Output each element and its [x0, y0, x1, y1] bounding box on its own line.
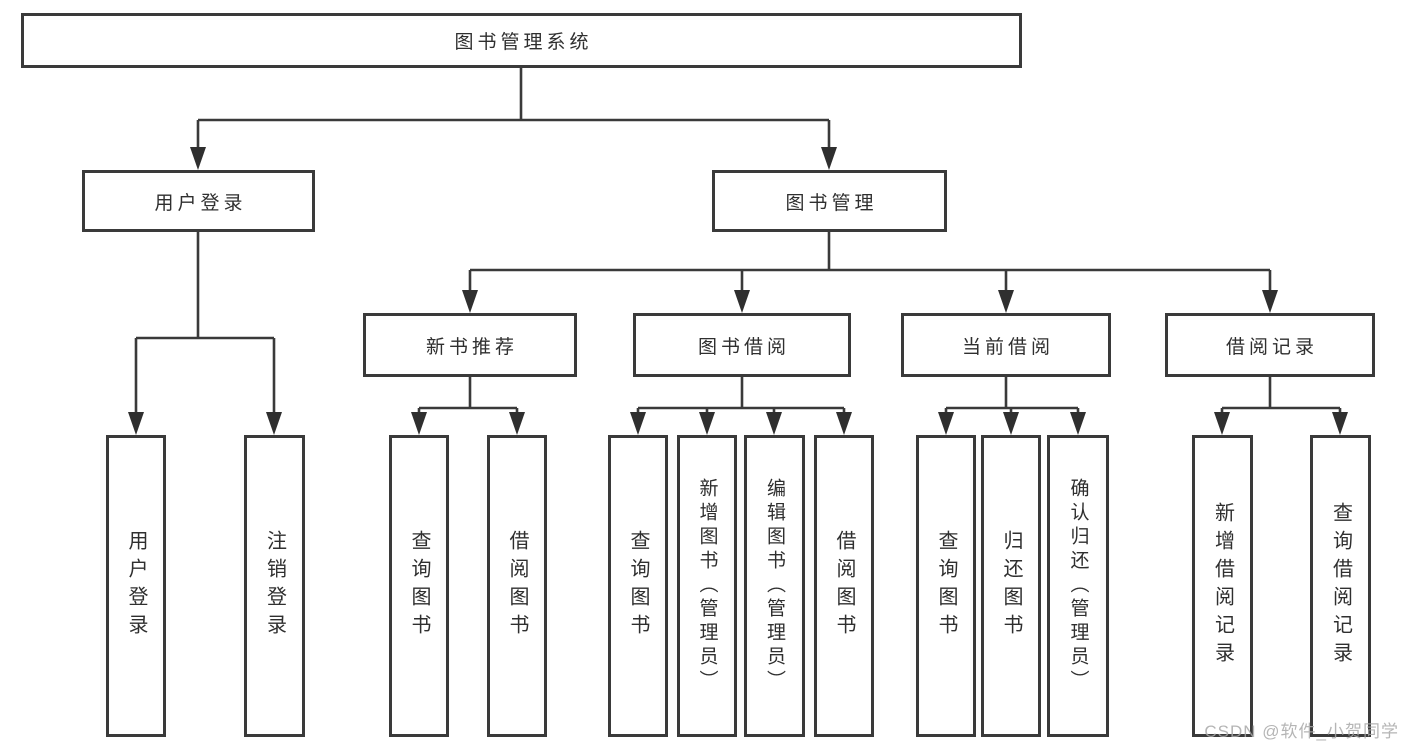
node-label: 查询图书: [935, 530, 957, 642]
csdn-watermark: CSDN @软件_小贺同学: [1204, 722, 1399, 741]
leaf-query-borrow-record: 查询借阅记录: [1310, 435, 1371, 737]
node-label: 查询借阅记录: [1329, 502, 1352, 670]
node-label: 新书推荐: [425, 336, 518, 358]
node-label: 用户登录: [125, 530, 147, 642]
leaf-edit-books-admin: 编辑图书（管理员）: [744, 435, 805, 737]
node-book-management: 图书管理: [712, 170, 947, 232]
node-label: 图书借阅: [697, 336, 790, 358]
leaf-logout: 注销登录: [244, 435, 305, 737]
node-label: 新增图书（管理员）: [696, 478, 718, 694]
node-current-borrowing: 当前借阅: [901, 313, 1111, 377]
node-label: 归还图书: [1000, 530, 1022, 642]
leaf-query-books-borrowing: 查询图书: [608, 435, 668, 737]
node-label: 注销登录: [263, 530, 286, 642]
node-label: 确认归还（管理员）: [1067, 478, 1089, 694]
node-label: 借阅图书: [833, 530, 855, 642]
node-label: 借阅记录: [1225, 336, 1318, 358]
leaf-add-books-admin: 新增图书（管理员）: [677, 435, 737, 737]
leaf-borrow-books: 借阅图书: [814, 435, 874, 737]
leaf-borrow-books-recommendation: 借阅图书: [487, 435, 547, 737]
node-library-management-system: 图书管理系统: [21, 13, 1022, 68]
node-label: 新增借阅记录: [1211, 502, 1234, 670]
node-new-book-recommendation: 新书推荐: [363, 313, 577, 377]
node-label: 查询图书: [408, 530, 430, 642]
node-label: 查询图书: [627, 530, 649, 642]
node-label: 图书管理: [785, 192, 878, 214]
node-label: 借阅图书: [506, 530, 528, 642]
node-label: 用户登录: [154, 192, 247, 214]
leaf-return-books: 归还图书: [981, 435, 1041, 737]
node-user-login: 用户登录: [82, 170, 315, 232]
node-label: 编辑图书（管理员）: [764, 478, 785, 694]
node-label: 图书管理系统: [454, 32, 593, 53]
node-book-borrowing: 图书借阅: [633, 313, 851, 377]
leaf-query-books-current: 查询图书: [916, 435, 976, 737]
leaf-query-books-recommendation: 查询图书: [389, 435, 449, 737]
leaf-user-login: 用户登录: [106, 435, 166, 737]
node-label: 当前借阅: [961, 336, 1054, 358]
node-borrowing-records: 借阅记录: [1165, 313, 1375, 377]
leaf-add-borrow-record: 新增借阅记录: [1192, 435, 1253, 737]
leaf-confirm-return-admin: 确认归还（管理员）: [1047, 435, 1109, 737]
